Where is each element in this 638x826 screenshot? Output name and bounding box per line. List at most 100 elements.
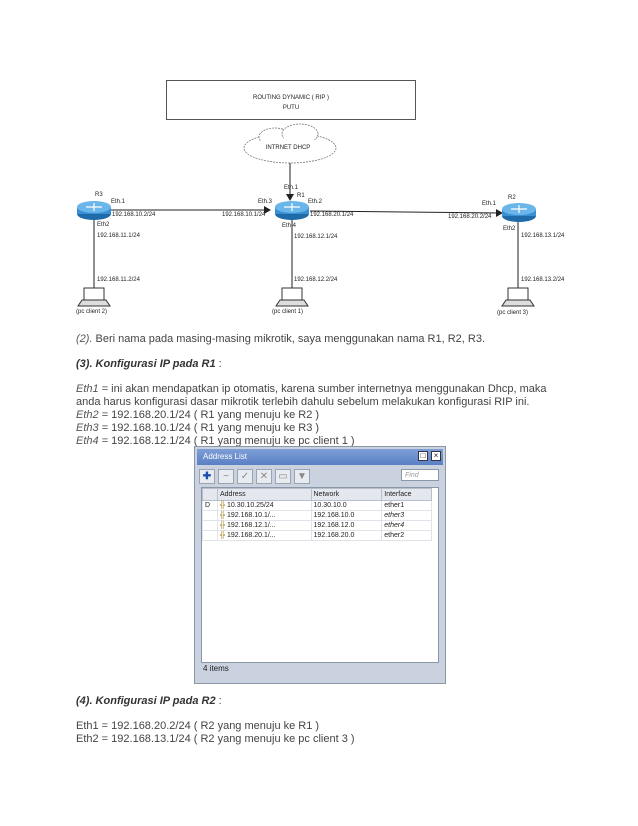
ip-address-icon: ╬: [220, 522, 225, 529]
row-interface: ether4: [381, 520, 432, 531]
r2-ip-eth1: 192.168.20.2/24: [448, 214, 492, 220]
r1-eth4: Eth.4: [282, 223, 297, 229]
table-row[interactable]: ╬192.168.12.1/... 192.168.12.0 ether4: [202, 520, 432, 531]
step2-number: (2).: [76, 333, 93, 345]
address-list-window: Address List □ × ✚ − ✓ ✕ ▭ ▼ Find Addres…: [194, 446, 446, 684]
r1-eth3-line: Eth3 = 192.168.10.1/24 ( R1 yang menuju …: [76, 422, 319, 435]
find-input[interactable]: Find: [401, 469, 439, 481]
step2-paragraph: (2). Beri nama pada masing-masing mikrot…: [76, 333, 485, 346]
r1-eth4-line: Eth4 = 192.168.12.1/24 ( R1 yang menuju …: [76, 435, 355, 448]
r3-eth2: Eth2: [97, 222, 110, 228]
add-button[interactable]: ✚: [199, 468, 215, 484]
row-address: 192.168.20.1/...: [226, 532, 276, 539]
router-r3-icon: [77, 201, 111, 220]
network-diagram: [77, 123, 536, 307]
diagram-subtitle: PUTU: [282, 105, 300, 111]
client1-label: (pc client 1): [272, 309, 304, 315]
status-bar: 4 items: [203, 664, 229, 673]
r1-name: R1: [297, 193, 305, 199]
r1-ip-eth3: 192.168.10.1/24: [222, 212, 266, 218]
r1-eth1-line2: anda harus konfigurasi dasar mikrotik te…: [76, 396, 530, 408]
step3-colon: :: [215, 358, 222, 370]
table-row[interactable]: D ╬10.30.10.25/24 10.30.10.0 ether1: [202, 500, 432, 511]
r2-name: R2: [508, 195, 516, 201]
column-header-interface[interactable]: Interface: [381, 488, 432, 501]
remove-button[interactable]: −: [218, 468, 234, 484]
r3-ip-eth2: 192.168.11.1/24: [97, 233, 140, 239]
laptop-client2-icon: [77, 287, 111, 307]
step4-colon: :: [215, 695, 222, 707]
router-r1-icon: [275, 201, 309, 220]
close-button[interactable]: ×: [431, 451, 441, 461]
step2-text: Beri nama pada masing-masing mikrotik, s…: [92, 333, 486, 345]
column-header-network[interactable]: Network: [310, 488, 383, 501]
window-title: Address List: [203, 452, 248, 461]
column-header-address[interactable]: Address: [217, 488, 312, 501]
r1-ip-eth4: 192.168.12.1/24: [294, 234, 338, 240]
r3-ip-eth1: 192.168.10.2/24: [112, 212, 156, 218]
r2-eth2-line: Eth2 = 192.168.13.1/24 ( R2 yang menuju …: [76, 733, 355, 745]
row-interface: ether2: [381, 530, 432, 541]
r2-eth2: Eth2: [503, 226, 516, 232]
r1-eth2-key: Eth2: [76, 409, 99, 421]
r2-ip-client: 192.168.13.2/24: [521, 277, 565, 283]
r1-eth3-key: Eth3: [76, 422, 99, 434]
r1-eth1: Eth.1: [284, 185, 299, 191]
row-flag: [202, 530, 218, 541]
ip-address-icon: ╬: [220, 502, 225, 509]
r1-eth2-line: Eth2 = 192.168.20.1/24 ( R1 yang menuju …: [76, 409, 319, 422]
r1-eth4-value: = 192.168.12.1/24 ( R1 yang menuju ke pc…: [98, 435, 355, 447]
diagram-title-box: ROUTING DYNAMIC ( RIP ) PUTU: [166, 80, 416, 120]
r1-eth1-line1: Eth1 = ini akan mendapatkan ip otomatis,…: [76, 383, 547, 396]
address-table: Address Network Interface D ╬10.30.10.25…: [202, 488, 432, 541]
ip-address-icon: ╬: [220, 512, 225, 519]
row-flag: [202, 510, 218, 521]
r1-eth2: Eth.2: [308, 199, 323, 205]
r2-ip-eth2: 192.168.13.1/24: [521, 233, 565, 239]
router-r2-icon: [502, 203, 536, 222]
row-network: 192.168.12.0: [310, 520, 383, 531]
row-interface: ether3: [381, 510, 432, 521]
ip-address-icon: ╬: [220, 532, 225, 539]
r3-eth1: Eth.1: [111, 199, 126, 205]
step4-heading: (4). Konfigurasi IP pada R2 :: [76, 695, 222, 708]
row-interface: ether1: [381, 500, 432, 511]
r1-ip-eth2: 192.168.20.1/24: [310, 212, 354, 218]
r2-eth1-line: Eth1 = 192.168.20.2/24 ( R2 yang menuju …: [76, 720, 320, 732]
window-buttons: □ ×: [418, 451, 441, 461]
row-address: 192.168.10.1/...: [226, 512, 276, 519]
r1-eth3: Eth.3: [258, 199, 273, 205]
r1-eth4-key: Eth4: [76, 435, 99, 447]
step4-title: (4). Konfigurasi IP pada R2: [76, 695, 216, 707]
row-flag: [202, 520, 218, 531]
maximize-button[interactable]: □: [418, 451, 428, 461]
table-row[interactable]: ╬192.168.10.1/... 192.168.10.0 ether3: [202, 510, 432, 521]
row-network: 192.168.10.0: [310, 510, 383, 521]
laptop-client1-icon: [275, 287, 309, 307]
cloud-label: INTRNET DHCP: [265, 145, 311, 151]
row-flag: D: [202, 500, 218, 511]
r2-eth1: Eth.1: [482, 201, 497, 207]
cloud-icon: [243, 123, 337, 164]
client3-label: (pc client 3): [497, 310, 529, 316]
diagram-title: ROUTING DYNAMIC ( RIP ): [253, 95, 329, 101]
enable-button[interactable]: ✓: [237, 468, 253, 484]
comment-button[interactable]: ▭: [275, 468, 291, 484]
laptop-client3-icon: [501, 287, 535, 307]
r3-name: R3: [95, 192, 103, 198]
r1-eth3-value: = 192.168.10.1/24 ( R1 yang menuju ke R3…: [98, 422, 320, 434]
r3-ip-client: 192.168.11.2/24: [97, 277, 140, 283]
row-address: 10.30.10.25/24: [226, 502, 274, 509]
toolbar: ✚ − ✓ ✕ ▭ ▼: [199, 468, 441, 484]
r1-eth1-key: Eth1: [76, 383, 99, 395]
window-titlebar[interactable]: Address List: [197, 449, 443, 465]
r1-eth2-value: = 192.168.20.1/24 ( R1 yang menuju ke R2…: [98, 409, 320, 421]
r1-ip-client: 192.168.12.2/24: [294, 277, 338, 283]
client2-label: (pc client 2): [76, 309, 108, 315]
disable-button[interactable]: ✕: [256, 468, 272, 484]
address-table-area: Address Network Interface D ╬10.30.10.25…: [201, 487, 439, 663]
step3-title: (3). Konfigurasi IP pada R1: [76, 358, 216, 370]
r1-eth1-desc: = ini akan mendapatkan ip otomatis, kare…: [98, 383, 547, 395]
table-row[interactable]: ╬192.168.20.1/... 192.168.20.0 ether2: [202, 530, 432, 541]
filter-icon[interactable]: ▼: [294, 468, 310, 484]
